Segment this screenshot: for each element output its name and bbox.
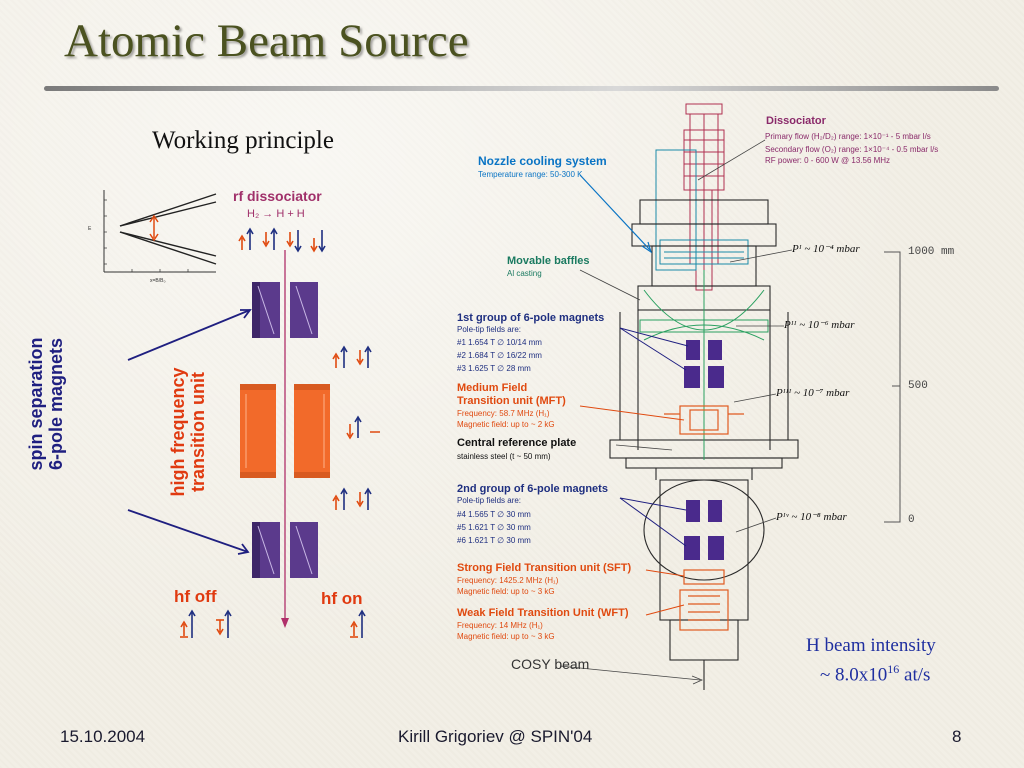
- baffles-line1: Al casting: [507, 269, 542, 278]
- group2-title: 2nd group of 6-pole magnets: [457, 483, 608, 495]
- spin-arrows-top: [238, 227, 326, 253]
- footer-date: 15.10.2004: [60, 727, 146, 746]
- mft-drawing: [664, 405, 744, 435]
- spin-separation-line2: 6-pole magnets: [46, 337, 66, 471]
- lower-sextupole-magnet: [252, 522, 318, 578]
- mft-title1: Medium Field: [457, 382, 528, 394]
- slide-title: Atomic Beam Source: [64, 15, 469, 67]
- hf-on-arrows: [350, 609, 366, 638]
- hf-transition-label: high frequency transition unit: [168, 347, 212, 517]
- nozzle-line1: Temperature range: 50-300 K: [478, 170, 583, 179]
- pressure-p1: Pᴵ ~ 10⁻⁴ mbar: [792, 243, 860, 255]
- vacuum-housing: [609, 199, 799, 690]
- hf-off-arrows: [180, 609, 232, 638]
- spin-separation-label: spin separation 6-pole magnets: [26, 319, 70, 489]
- sft-line2: Magnetic field: up to ~ 3 kG: [457, 587, 555, 596]
- hf-on-label: hf on: [321, 589, 363, 608]
- hf-off-label: hf off: [174, 587, 217, 606]
- breit-rabi-plot: E x=B/B₀: [88, 190, 217, 284]
- dissociator-line1: Primary flow (H₂/D₂) range: 1×10⁻¹ - 5 m…: [765, 132, 931, 141]
- annotation-leaders: [559, 139, 793, 685]
- intensity-line2: ~ 8.0x1016 at/s: [820, 662, 930, 686]
- sft-wft-drawing: [679, 569, 729, 631]
- group1-line3: #2 1.684 T ∅ 16/22 mm: [457, 351, 542, 360]
- mft-line1: Frequency: 58.7 MHz (H₁): [457, 409, 550, 418]
- baffles-title: Movable baffles: [507, 255, 590, 267]
- pressure-p2: Pᴵᴵ ~ 10⁻⁶ mbar: [784, 319, 855, 331]
- dissociator-line3: RF power: 0 - 600 W @ 13.56 MHz: [765, 156, 891, 165]
- scale-500: 500: [908, 380, 928, 392]
- pressure-p4: Pᴵᵛ ~ 10⁻⁸ mbar: [776, 511, 847, 523]
- sft-line1: Frequency: 1425.2 MHz (H₁): [457, 576, 559, 585]
- nozzle-cooling-drawing: [655, 149, 749, 271]
- intensity-prefix: ~ 8.0x10: [820, 664, 888, 686]
- dissociator-title: Dissociator: [766, 115, 826, 127]
- group2-line2: #4 1.565 T ∅ 30 mm: [457, 510, 531, 519]
- group1-line4: #3 1.625 T ∅ 28 mm: [457, 364, 531, 373]
- scale-bar: [884, 251, 901, 523]
- pointer-lower-magnet: [127, 509, 249, 553]
- mft-title2: Transition unit (MFT): [457, 395, 566, 407]
- group1-line1: Pole-tip fields are:: [457, 325, 522, 334]
- abs-technical-drawing: [609, 103, 799, 690]
- mft-line2: Magnetic field: up to ~ 2 kG: [457, 420, 555, 429]
- dissociation-reaction: H₂ → H + H: [247, 208, 305, 220]
- ref-plate-line1: stainless steel (t ~ 50 mm): [457, 452, 551, 461]
- cosy-beam-label: COSY beam: [511, 656, 590, 672]
- ref-plate-title: Central reference plate: [457, 437, 577, 449]
- group2-line3: #5 1.621 T ∅ 30 mm: [457, 523, 531, 532]
- svg-text:x=B/B₀: x=B/B₀: [150, 278, 166, 284]
- pressure-p3: Pᴵᴵᴵ ~ 10⁻⁷ mbar: [776, 387, 850, 399]
- first-magnet-group: [684, 340, 724, 388]
- working-principle-diagram: E x=B/B₀: [88, 190, 380, 638]
- intensity-suffix: at/s: [899, 664, 931, 686]
- rf-dissociator-label: rf dissociator: [233, 188, 322, 204]
- dissociator-line2: Secondary flow (O₂) range: 1×10⁻⁴ - 0.5 …: [765, 145, 939, 154]
- intensity-exponent: 16: [887, 662, 900, 676]
- spin-arrows-after-first: [332, 345, 372, 368]
- spin-arrows-after-second: [332, 487, 372, 510]
- second-magnet-group: [684, 500, 724, 560]
- nozzle-title: Nozzle cooling system: [478, 154, 607, 168]
- footer-page-number: 8: [952, 727, 962, 746]
- sft-title: Strong Field Transition unit (SFT): [457, 562, 632, 574]
- scale-0: 0: [908, 514, 915, 526]
- group2-line1: Pole-tip fields are:: [457, 496, 522, 505]
- pointer-upper-magnet: [127, 309, 251, 361]
- svg-text:E: E: [88, 226, 92, 232]
- title-divider: [44, 86, 999, 91]
- scale-1000: 1000 mm: [908, 246, 955, 258]
- wft-line1: Frequency: 14 MHz (H₁): [457, 621, 543, 630]
- working-principle-heading: Working principle: [152, 127, 334, 154]
- group1-title: 1st group of 6-pole magnets: [457, 312, 605, 324]
- wft-line2: Magnetic field: up to ~ 3 kG: [457, 632, 555, 641]
- hf-transition-unit: [240, 384, 330, 478]
- intensity-line1: H beam intensity: [806, 635, 936, 656]
- footer-author: Kirill Grigoriev @ SPIN'04: [398, 727, 593, 746]
- hf-transition-line1: high frequency: [168, 367, 188, 497]
- spin-separation-line1: spin separation: [26, 337, 46, 471]
- group2-line4: #6 1.621 T ∅ 30 mm: [457, 536, 531, 545]
- upper-sextupole-magnet: [252, 282, 318, 338]
- spin-arrows-hf: [346, 415, 380, 440]
- group1-line2: #1 1.654 T ∅ 10/14 mm: [457, 338, 542, 347]
- hf-transition-line2: transition unit: [188, 372, 208, 492]
- wft-title: Weak Field Transition Unit (WFT): [457, 607, 629, 619]
